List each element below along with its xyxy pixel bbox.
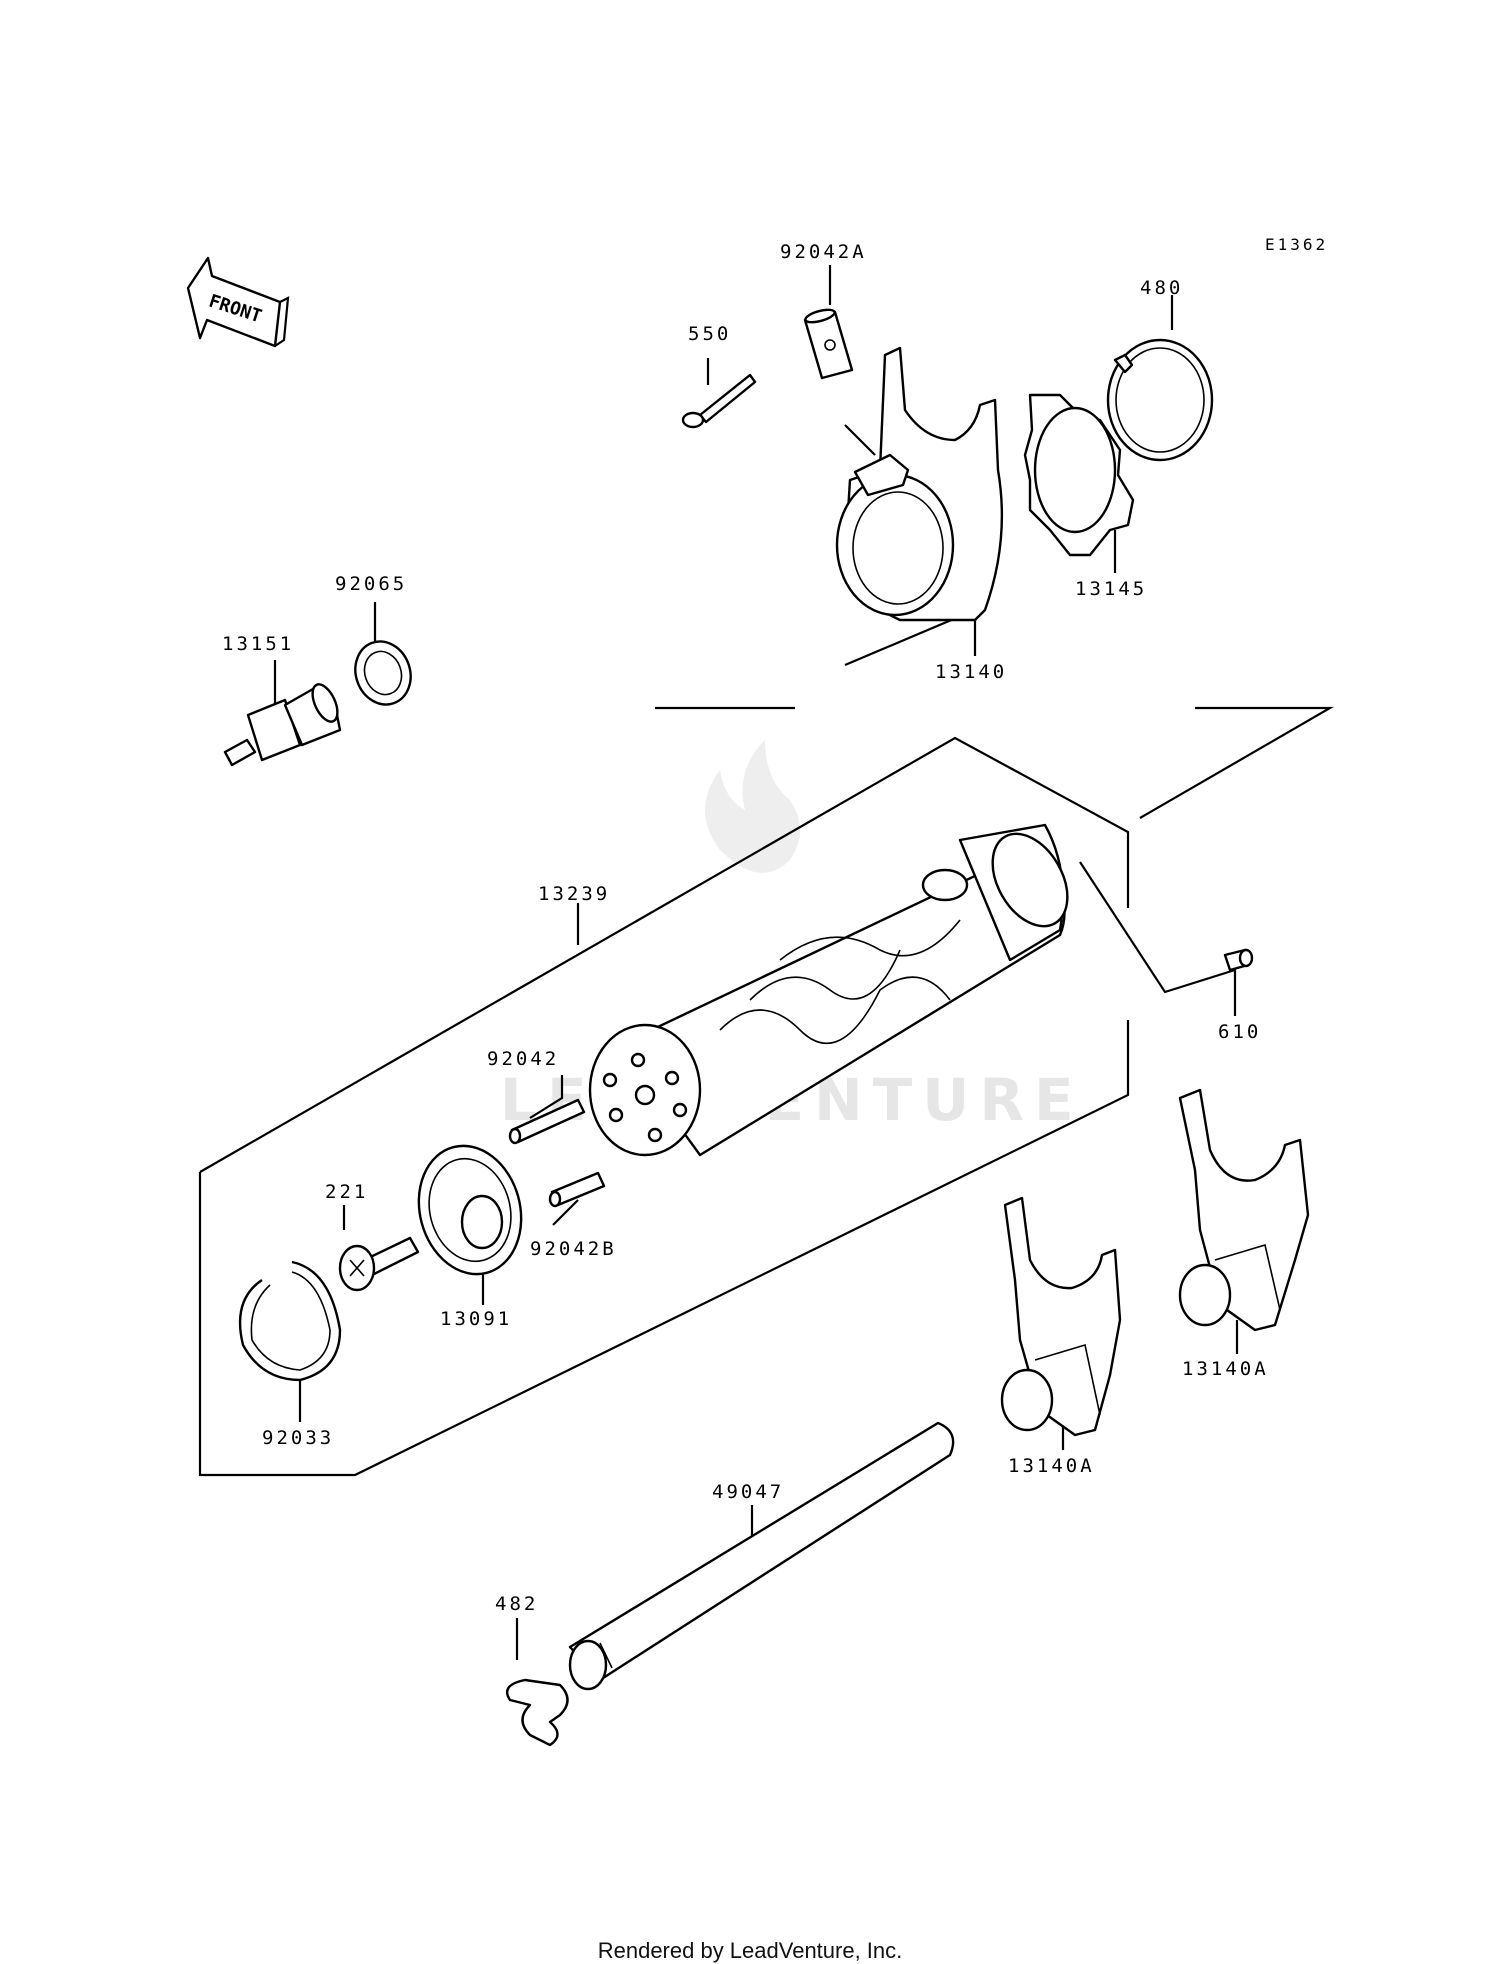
- label-13091: 13091: [440, 1308, 512, 1330]
- circlip-92033[interactable]: [238, 1260, 342, 1382]
- clip-482[interactable]: [505, 1678, 569, 1747]
- pin-92042A[interactable]: [803, 307, 854, 380]
- label-13151: 13151: [222, 633, 294, 655]
- label-49047: 49047: [712, 1481, 784, 1503]
- pin-92042[interactable]: [508, 1098, 586, 1145]
- shaft-49047[interactable]: [568, 1421, 955, 1691]
- plate-13091[interactable]: [405, 1134, 535, 1285]
- label-92042B: 92042B: [530, 1238, 617, 1260]
- label-13140: 13140: [935, 661, 1007, 683]
- diagram-code: E1362: [1265, 235, 1328, 254]
- shift-drum-13239[interactable]: [588, 821, 1083, 1157]
- label-550: 550: [688, 323, 731, 345]
- label-92065: 92065: [335, 573, 407, 595]
- shift-fork-13140A-left[interactable]: [1000, 1196, 1122, 1437]
- assembly-outline: [198, 706, 1335, 1477]
- front-arrow-icon: FRONT: [186, 256, 290, 348]
- label-13140A-right: 13140A: [1182, 1358, 1269, 1380]
- watermark-flame-icon: [705, 740, 800, 873]
- dowel-610[interactable]: [1223, 948, 1254, 972]
- label-480: 480: [1140, 277, 1183, 299]
- shift-fork-13140[interactable]: [835, 346, 1004, 622]
- label-13145: 13145: [1075, 578, 1147, 600]
- label-13239: 13239: [538, 883, 610, 905]
- plate-13145[interactable]: [1023, 393, 1135, 557]
- pin-92042B[interactable]: [548, 1171, 606, 1208]
- label-482: 482: [495, 1593, 538, 1615]
- shift-fork-13140A-right[interactable]: [1178, 1088, 1310, 1332]
- cotter-pin-550[interactable]: [681, 373, 757, 429]
- washer-92065[interactable]: [347, 634, 420, 713]
- label-92042A: 92042A: [780, 241, 867, 263]
- label-221: 221: [325, 1181, 368, 1203]
- label-13140A-left: 13140A: [1008, 1455, 1095, 1477]
- label-92042: 92042: [487, 1048, 559, 1070]
- screw-221[interactable]: [338, 1236, 420, 1292]
- switch-13151[interactable]: [223, 681, 343, 767]
- part-labels: 92042A 550 480 92065 13151 13145 13140 1…: [222, 241, 1269, 1615]
- label-610: 610: [1218, 1021, 1261, 1043]
- label-92033: 92033: [262, 1427, 334, 1449]
- circlip-480[interactable]: [1106, 338, 1214, 462]
- footer-credit: Rendered by LeadVenture, Inc.: [597, 1938, 903, 1963]
